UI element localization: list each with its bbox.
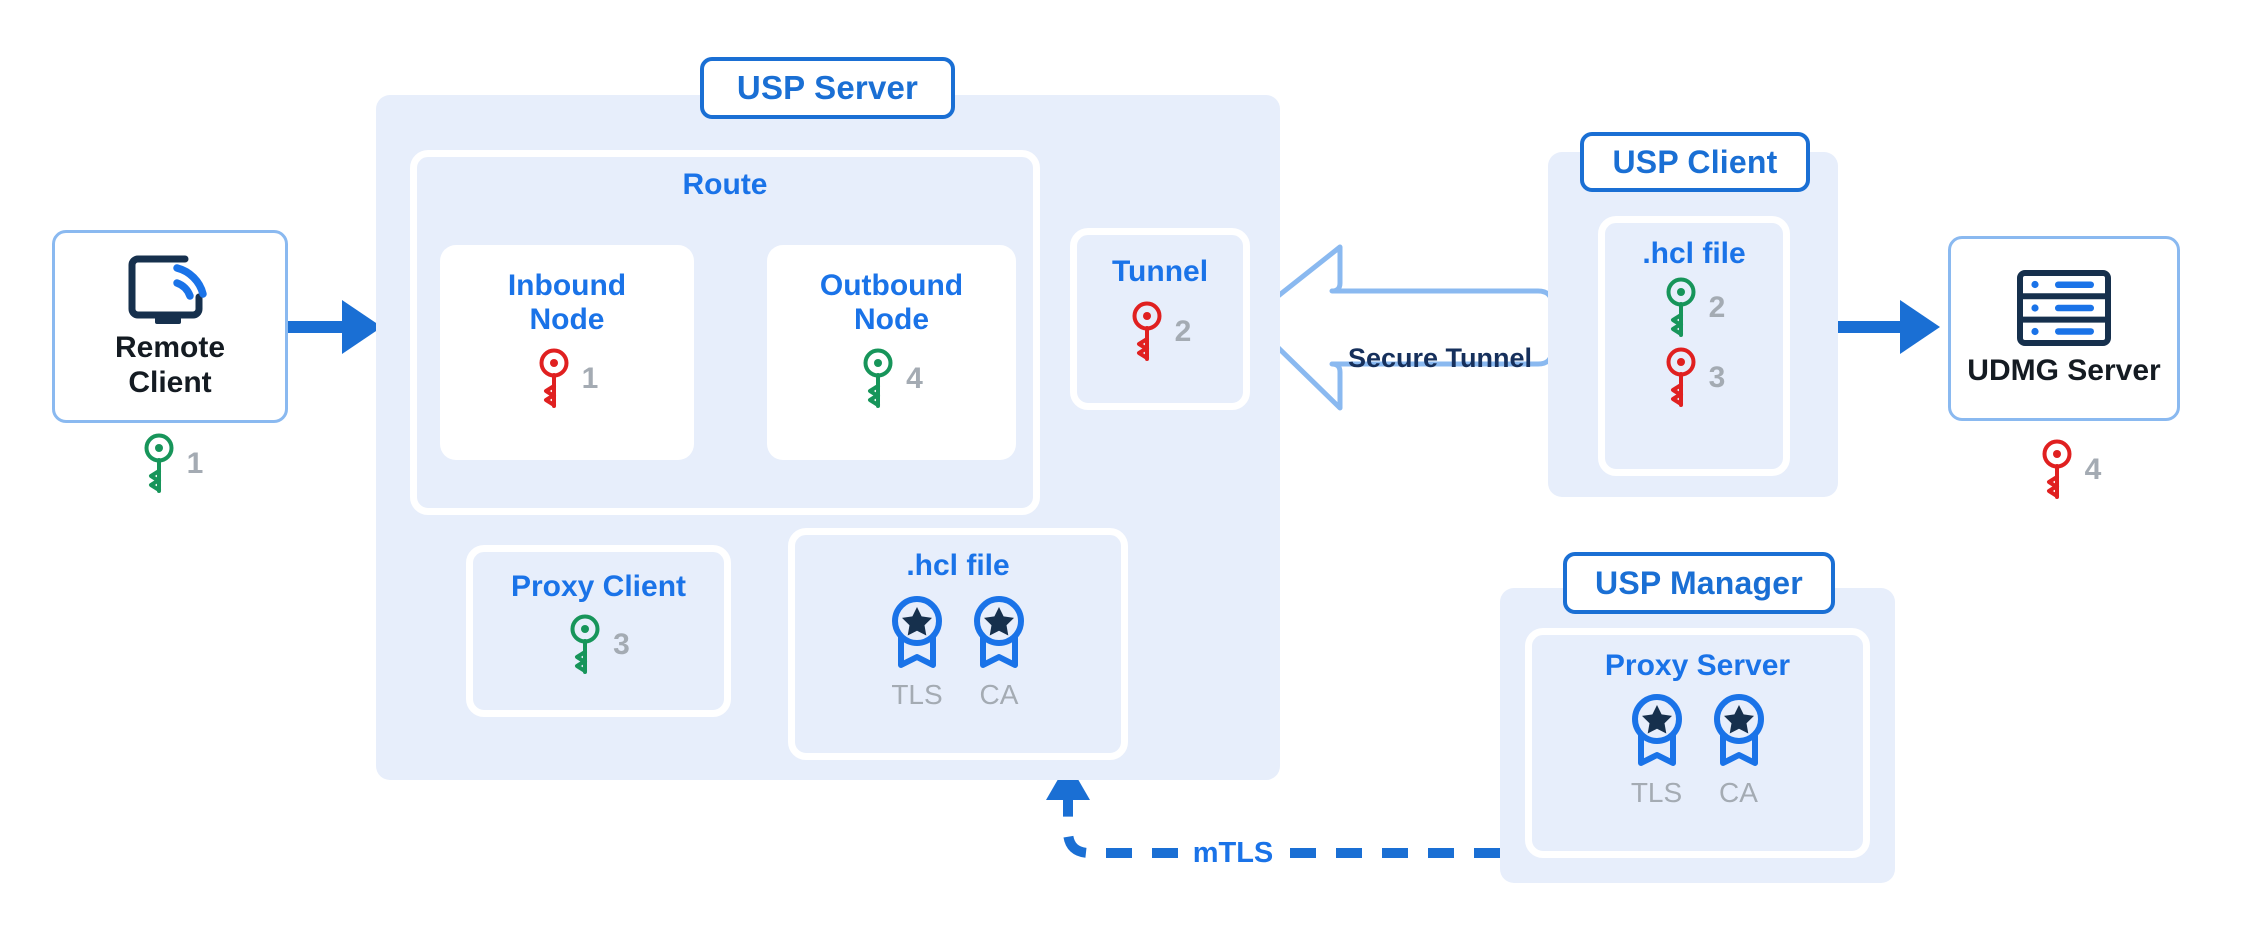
client-key-green: 2 xyxy=(1663,277,1726,339)
arrow-client-to-udmg xyxy=(1838,300,1940,354)
secure-tunnel-arrow xyxy=(1251,244,1555,411)
cert-label: CA xyxy=(979,678,1019,710)
arrow-remote-to-server xyxy=(288,300,382,354)
server-cert-row: TLS CA xyxy=(887,593,1029,711)
usp-manager-title: USP Manager xyxy=(1595,564,1803,601)
tunnel-title: Tunnel xyxy=(1111,255,1209,288)
cert-tls: TLS xyxy=(887,593,947,711)
proxy-client-box[interactable]: Proxy Client 3 xyxy=(466,545,731,717)
key-icon-red xyxy=(1666,347,1696,407)
key-icon-green xyxy=(570,614,600,674)
key-number: 2 xyxy=(1708,290,1726,324)
cert-tls: TLS xyxy=(1627,691,1687,809)
manager-cert-row: TLS CA xyxy=(1627,691,1769,809)
cert-label: TLS xyxy=(891,678,943,710)
client-hcl-file-title: .hcl file xyxy=(1642,237,1746,270)
proxy-client-key: 3 xyxy=(567,614,630,676)
key-icon-green xyxy=(144,433,174,493)
key-number: 1 xyxy=(186,447,204,480)
proxy-server-box[interactable]: Proxy Server TLS CA xyxy=(1525,628,1870,858)
key-icon-red xyxy=(2042,439,2072,499)
usp-server-title: USP Server xyxy=(736,69,919,106)
client-hcl-file-box[interactable]: .hcl file 2 3 xyxy=(1598,216,1790,476)
usp-client-title-badge: USP Client xyxy=(1580,132,1810,192)
usp-client-title: USP Client xyxy=(1612,143,1778,180)
proxy-client-title: Proxy Client xyxy=(510,570,687,603)
mtls-label: mTLS xyxy=(1192,836,1274,869)
certificate-badge-icon xyxy=(1631,693,1682,766)
key-icon-red xyxy=(1132,301,1162,361)
server-rack-icon xyxy=(2015,268,2113,348)
remote-client-key: 1 xyxy=(112,428,232,500)
key-icon-green xyxy=(1666,277,1696,337)
udmg-server-card[interactable]: UDMG Server xyxy=(1948,236,2180,421)
key-number: 4 xyxy=(2084,453,2102,486)
cert-ca: CA xyxy=(1709,691,1769,809)
server-hcl-file-title: .hcl file xyxy=(906,549,1010,582)
server-hcl-file-box[interactable]: .hcl file TLS CA xyxy=(788,528,1128,760)
certificate-badge-icon xyxy=(892,595,942,668)
key-icon-red xyxy=(539,348,569,409)
certificate-badge-icon xyxy=(974,595,1024,668)
tunnel-box[interactable]: Tunnel 2 xyxy=(1070,228,1250,410)
key-number: 2 xyxy=(1174,314,1192,348)
secure-tunnel-label: Secure Tunnel xyxy=(1347,343,1533,373)
screencast-icon xyxy=(127,253,213,327)
key-number: 3 xyxy=(1708,360,1726,394)
cert-label: TLS xyxy=(1630,776,1683,808)
usp-manager-title-badge: USP Manager xyxy=(1563,552,1835,614)
key-number: 1 xyxy=(581,362,599,396)
key-number: 4 xyxy=(906,362,923,396)
outbound-node-key: 4 xyxy=(860,348,923,410)
mtls-label-wrap: mTLS xyxy=(1178,832,1288,874)
udmg-server-label: UDMG Server xyxy=(1967,354,2161,388)
cert-label: CA xyxy=(1719,776,1758,808)
key-number: 3 xyxy=(613,627,630,661)
usp-server-title-badge: USP Server xyxy=(700,57,955,119)
udmg-server-key: 4 xyxy=(2010,434,2130,506)
client-key-red: 3 xyxy=(1663,347,1726,409)
proxy-server-title: Proxy Server xyxy=(1604,649,1791,682)
cert-ca: CA xyxy=(969,593,1029,711)
route-title: Route xyxy=(682,168,768,201)
inbound-node-key: 1 xyxy=(536,348,599,410)
tunnel-key: 2 xyxy=(1129,301,1192,363)
key-icon-green xyxy=(863,348,893,409)
certificate-badge-icon xyxy=(1713,693,1764,766)
